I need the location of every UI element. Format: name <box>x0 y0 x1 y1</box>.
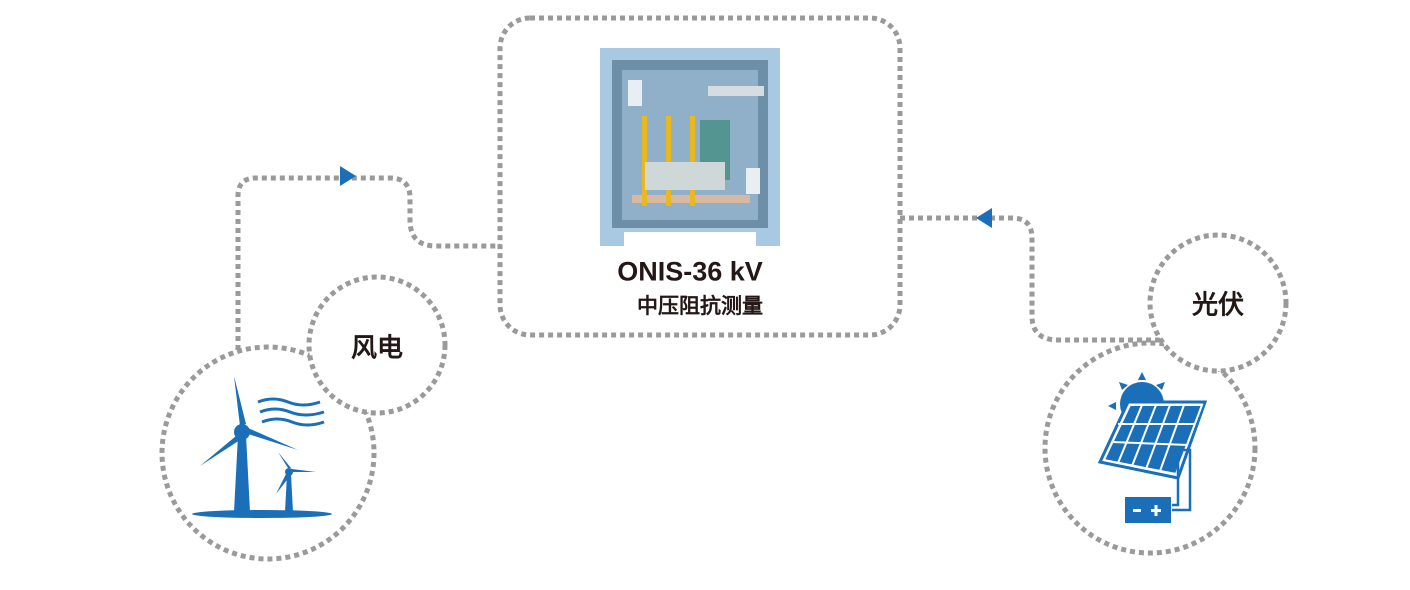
solar-panel-icon <box>1097 372 1208 523</box>
arrow-right-icon <box>340 166 356 186</box>
container-illustration <box>600 48 780 246</box>
device-frame <box>497 15 903 338</box>
arrow-left-icon <box>976 208 992 228</box>
solar-icon-circle <box>1042 340 1258 556</box>
solar-label-circle <box>1147 232 1289 374</box>
device-model-label: ONIS-36 kV <box>617 256 763 287</box>
wind-turbine-icon <box>192 376 332 518</box>
solar-power-label: 光伏 <box>1191 290 1245 321</box>
wind-power-label: 风电 <box>350 333 404 364</box>
solar-connector-line <box>900 215 1165 343</box>
wind-icon-circle <box>159 344 377 562</box>
device-description-label: 中压阻抗测量 <box>637 294 763 318</box>
wind-connector-line <box>235 175 500 350</box>
wind-label-circle <box>306 274 448 416</box>
